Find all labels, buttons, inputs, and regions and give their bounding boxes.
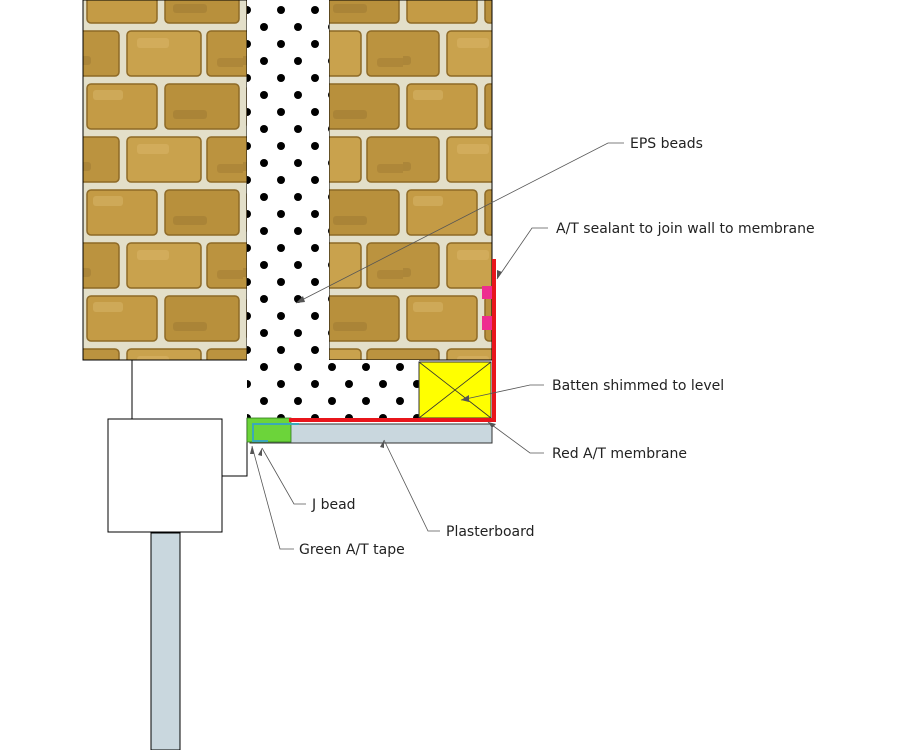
label-plasterboard: Plasterboard xyxy=(446,524,535,540)
batten-cross-b xyxy=(418,361,492,419)
leader-batten xyxy=(460,384,544,401)
label-green-tape: Green A/T tape xyxy=(299,542,405,558)
sealant-upper xyxy=(482,286,492,299)
label-membrane: Red A/T membrane xyxy=(552,446,687,462)
outer-brick-leaf xyxy=(328,0,493,361)
leader-eps-beads xyxy=(295,142,624,304)
leader-membrane xyxy=(487,421,544,454)
sealant-lower xyxy=(482,316,492,330)
label-batten: Batten shimmed to level xyxy=(552,378,724,394)
red-membrane xyxy=(289,259,496,422)
green-tape xyxy=(246,417,292,443)
leader-lines xyxy=(251,142,624,550)
leader-j-bead xyxy=(261,447,306,505)
callout-labels: EPS beads A/T sealant to join wall to me… xyxy=(299,136,815,558)
leader-plasterboard xyxy=(383,439,440,532)
label-sealant: A/T sealant to join wall to membrane xyxy=(556,221,815,237)
window-member xyxy=(150,532,181,750)
leader-arrowheads xyxy=(250,270,502,456)
eps-bead-dots xyxy=(247,0,419,418)
inner-brick-leaf xyxy=(82,0,248,361)
leader-sealant xyxy=(496,227,548,280)
window-frame xyxy=(107,418,223,533)
j-bead xyxy=(252,423,299,442)
leader-green-tape xyxy=(251,445,294,550)
label-j-bead: J bead xyxy=(311,497,356,513)
label-eps-beads: EPS beads xyxy=(630,136,703,152)
